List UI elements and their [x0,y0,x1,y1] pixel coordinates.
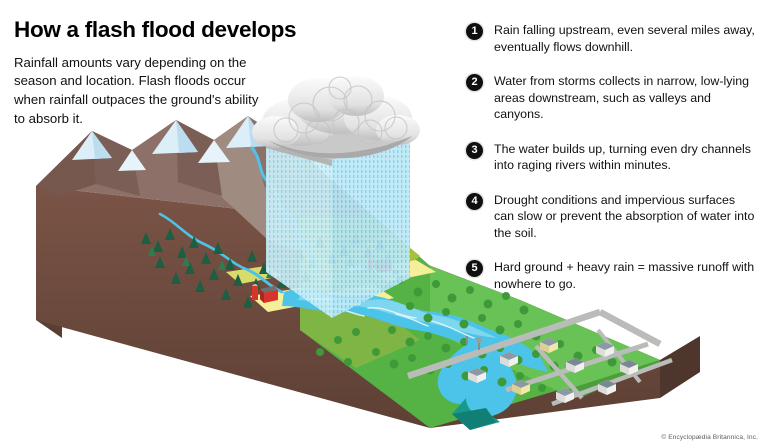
step-text: Water from storms collects in narrow, lo… [494,74,749,121]
step-number-badge: 1 [466,23,483,40]
step-number-badge: 5 [466,260,483,277]
houses [468,338,638,403]
step-number-badge: 2 [466,74,483,91]
step-text: Drought conditions and impervious surfac… [494,192,755,240]
step-text: Rain falling upstream, even several mile… [494,23,755,54]
list-item: 4 Drought conditions and impervious surf… [466,192,758,242]
intro-paragraph: Rainfall amounts vary depending on the s… [14,54,259,126]
copyright-credit: © Encyclopædia Britannica, Inc. [661,434,758,441]
list-item: 1 Rain falling upstream, even several mi… [466,22,758,55]
storm-cloud [252,76,420,166]
step-number-badge: 3 [466,141,483,159]
list-item: 3 The water builds up, turning even dry … [466,141,758,174]
bridge-posts [466,336,482,350]
rain-column [266,138,410,318]
list-item: 2 Water from storms collects in narrow, … [466,73,758,123]
roads [406,308,673,407]
header-text-block: How a flash flood develops Rainfall amou… [14,17,314,129]
step-text: The water builds up, turning even dry ch… [494,141,751,173]
step-number-badge: 4 [466,192,483,210]
step-text: Hard ground + heavy rain = massive runof… [494,260,755,291]
steps-list: 1 Rain falling upstream, even several mi… [466,22,758,292]
list-item: 5 Hard ground + heavy rain = massive run… [466,259,758,292]
page-title: How a flash flood develops [14,17,297,42]
